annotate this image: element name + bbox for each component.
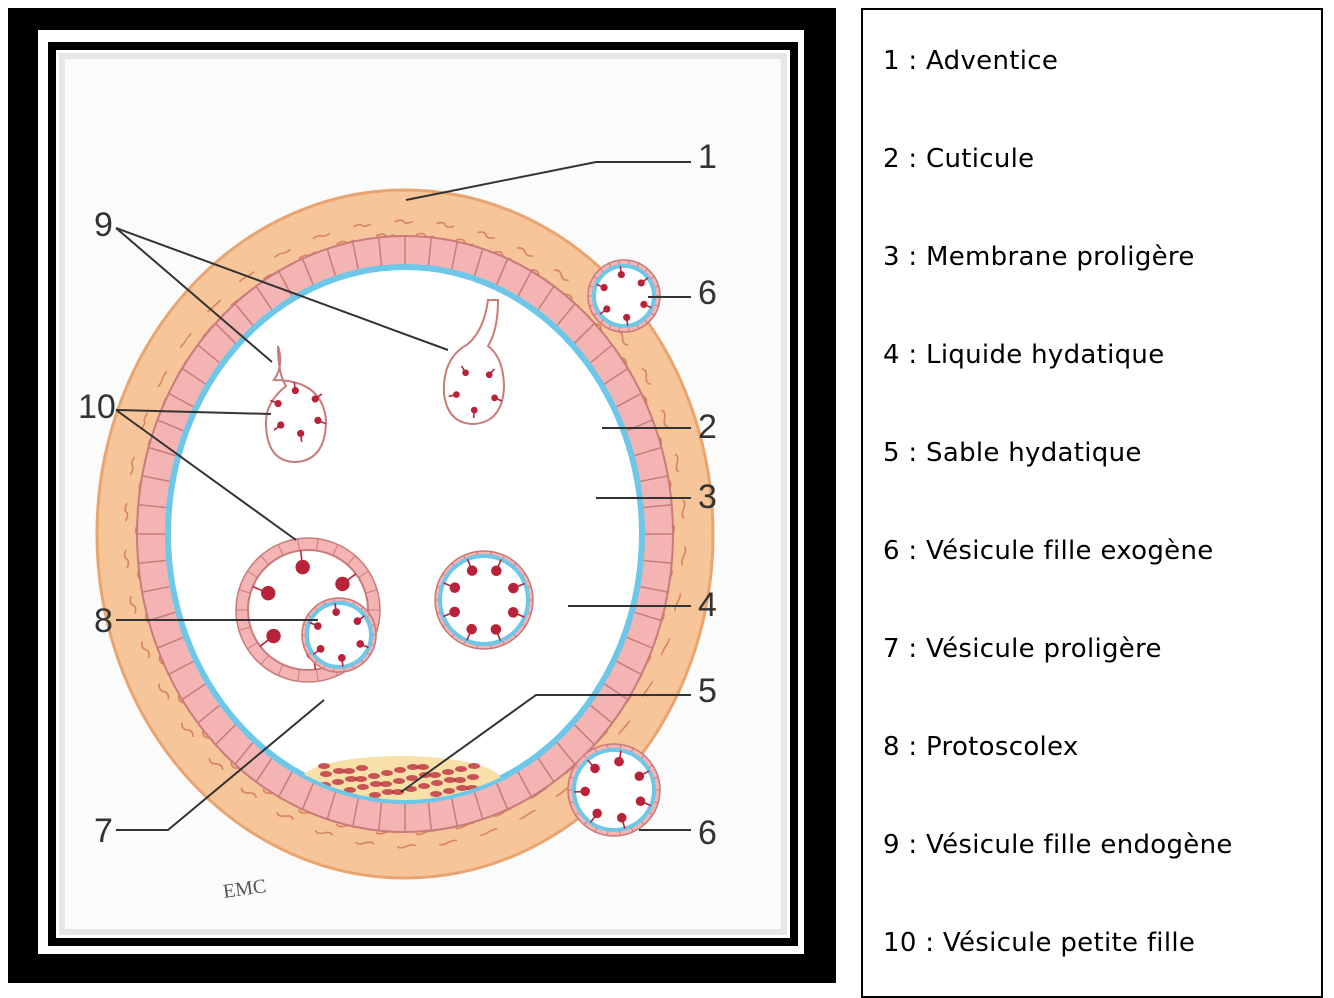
hydatid-fluid xyxy=(171,270,639,798)
legend-item-4: 4 : Liquide hydatique xyxy=(883,340,1165,370)
legend-item-7: 7 : Vésicule proligère xyxy=(883,634,1162,664)
callout-7: 7 xyxy=(94,812,113,850)
legend-item-6: 6 : Vésicule fille exogène xyxy=(883,536,1214,566)
callout-10: 10 xyxy=(78,388,116,426)
callout-5: 5 xyxy=(698,672,717,710)
callout-6-bottom: 6 xyxy=(698,814,717,852)
legend-item-2: 2 : Cuticule xyxy=(883,144,1034,174)
callout-6-top: 6 xyxy=(698,274,717,312)
callout-4: 4 xyxy=(698,586,717,624)
legend-item-1: 1 : Adventice xyxy=(883,46,1058,76)
callout-3: 3 xyxy=(698,478,717,516)
legend-item-5: 5 : Sable hydatique xyxy=(883,438,1142,468)
callout-9: 9 xyxy=(94,206,113,244)
legend-item-3: 3 : Membrane proligère xyxy=(883,242,1195,272)
legend-item-9: 9 : Vésicule fille endogène xyxy=(883,830,1233,860)
callout-8: 8 xyxy=(94,602,113,640)
daughter-vesicle-center xyxy=(435,551,533,649)
legend-panel: 1 : Adventice 2 : Cuticule 3 : Membrane … xyxy=(861,8,1323,998)
hydatid-cyst-diagram: 1 2 3 4 5 6 6 7 8 9 10 EMC xyxy=(56,50,790,938)
exogenous-vesicle-bottom xyxy=(568,744,660,836)
callout-1: 1 xyxy=(698,138,717,176)
protoscolex-vesicle xyxy=(302,598,376,672)
legend-item-8: 8 : Protoscolex xyxy=(883,732,1079,762)
legend-item-10: 10 : Vésicule petite fille xyxy=(883,928,1195,958)
callout-2: 2 xyxy=(698,408,717,446)
